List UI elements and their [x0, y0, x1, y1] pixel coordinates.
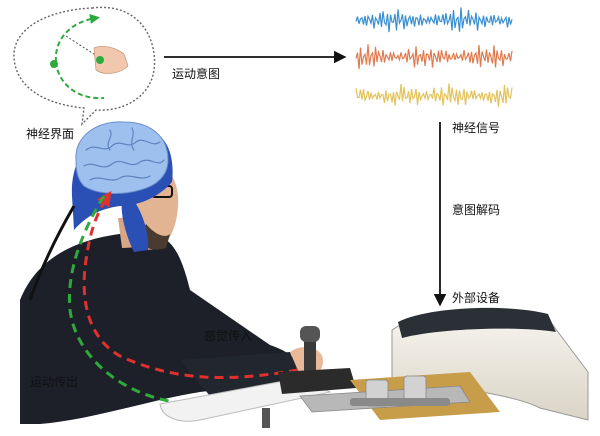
thought-bubble [13, 6, 156, 126]
neural-interface-label: 神经界面 [26, 127, 75, 141]
intention-decoding-label: 意图解码 [452, 203, 501, 217]
external-device [299, 307, 589, 421]
signal-trace-1 [355, 7, 513, 33]
hand-icon [93, 46, 129, 74]
signal-trace-3 [355, 83, 513, 107]
sensory-input-label: 感觉传入 [204, 329, 253, 343]
motor-intention-label: 运动意图 [172, 67, 221, 81]
brain-icon [75, 121, 169, 194]
neural-signals [355, 7, 513, 107]
signal-trace-2 [355, 44, 513, 70]
target-dot [50, 60, 58, 68]
neural-signal-label: 神经信号 [452, 121, 501, 135]
external-device-label: 外部设备 [452, 291, 501, 305]
motor-pathway [67, 195, 306, 406]
motor-output-label: 运动传出 [30, 375, 79, 389]
joystick [278, 326, 356, 394]
sensory-pathway [82, 191, 299, 380]
